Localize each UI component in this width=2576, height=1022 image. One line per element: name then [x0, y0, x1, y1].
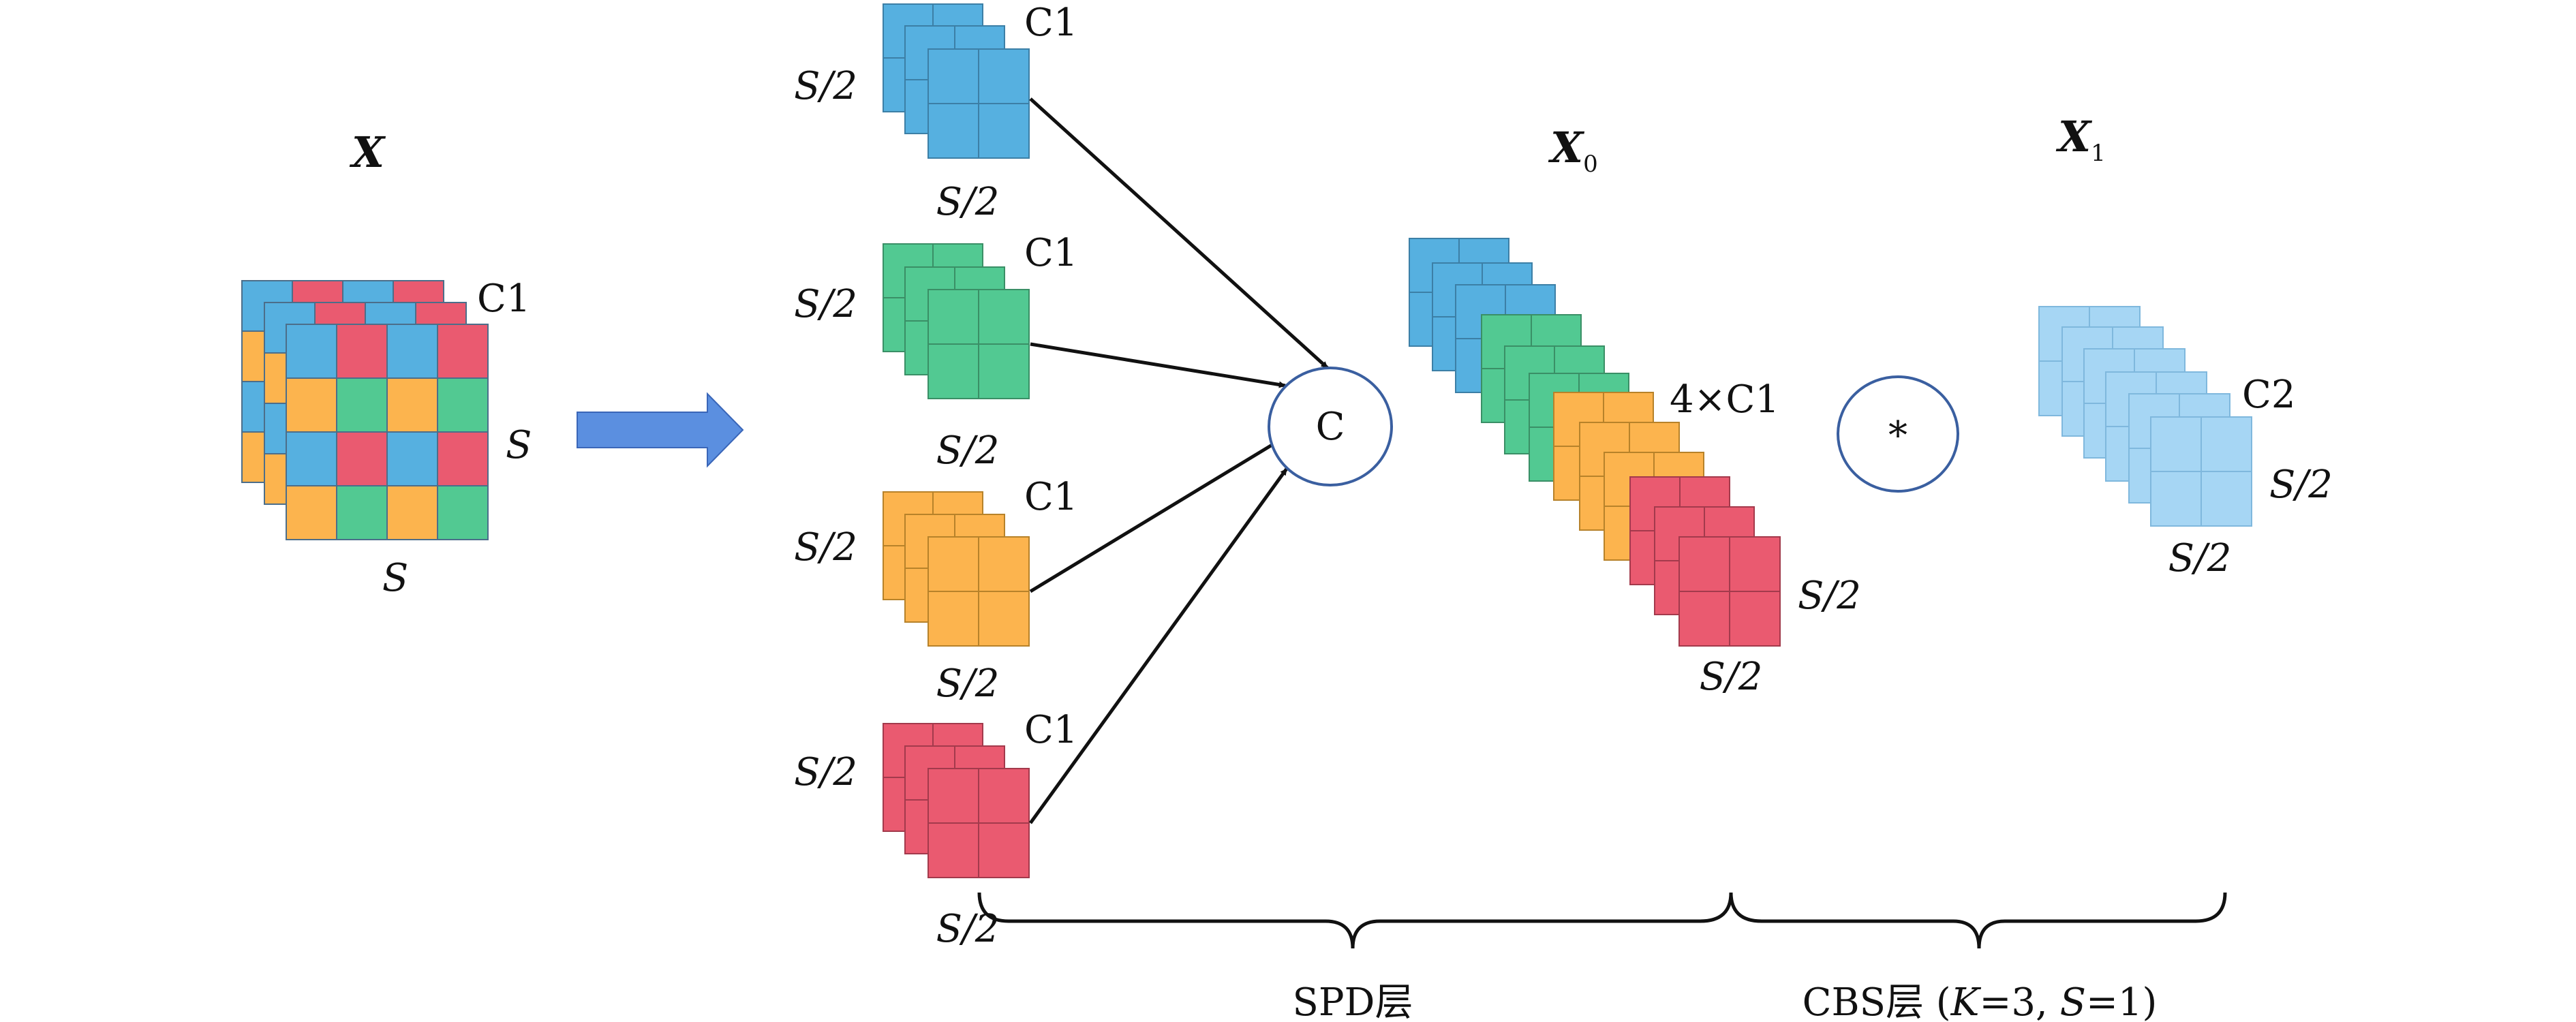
cbs-brace — [1729, 892, 2227, 949]
input-title: X — [349, 127, 386, 177]
branch-red — [883, 723, 1030, 878]
arrow-orange-to-concat — [1029, 434, 1288, 593]
x1-height-label: S/2 — [2269, 463, 2333, 507]
branch-green-height: S/2 — [794, 282, 857, 326]
concat-arrows — [1028, 97, 1329, 824]
branch-orange — [883, 491, 1030, 647]
branch-blue — [883, 3, 1030, 159]
x0-subscript: 0 — [1583, 151, 1598, 178]
x0-width-label: S/2 — [1700, 655, 1763, 699]
x0-tensor — [1409, 238, 1781, 647]
concat-symbol: C — [1316, 405, 1345, 449]
cbs-layer-label: CBS层 (K=3, S=1) — [1803, 980, 2158, 1022]
branch-orange-height: S/2 — [794, 525, 857, 570]
branch-red-channels: C1 — [1024, 708, 1077, 752]
x1-title: X1 — [2055, 112, 2106, 167]
x0-height-label: S/2 — [1798, 574, 1861, 618]
conv-node: * — [1837, 375, 1959, 493]
branch-orange-channels: C1 — [1024, 475, 1077, 519]
x0-red-layers — [1629, 476, 1781, 647]
input-width-label: S — [382, 556, 408, 600]
branch-blue-width: S/2 — [936, 180, 1000, 224]
arrow-green-to-concat — [1030, 342, 1286, 388]
x1-subscript: 1 — [2091, 140, 2106, 167]
branch-red-height: S/2 — [794, 750, 857, 794]
branch-red-width: S/2 — [936, 907, 1000, 951]
branch-green — [883, 243, 1030, 399]
input-layer-front — [286, 324, 489, 540]
branch-green-channels: C1 — [1024, 231, 1077, 275]
x1-width-label: S/2 — [2168, 536, 2232, 580]
x0-channels-label: 4×C1 — [1670, 377, 1779, 422]
conv-symbol: * — [1888, 414, 1907, 458]
split-arrow — [577, 392, 744, 468]
spd-brace — [977, 892, 1733, 949]
spd-layer-label: SPD层 — [1293, 980, 1413, 1022]
x1-channels-label: C2 — [2242, 373, 2295, 417]
x0-title: X0 — [1548, 123, 1598, 178]
x1-tensor — [2038, 306, 2252, 527]
input-channels-label: C1 — [477, 277, 530, 321]
branch-blue-height: S/2 — [794, 64, 857, 108]
input-tensor-x: X C1 S S — [241, 127, 532, 600]
input-height-label: S — [506, 423, 532, 467]
arrow-blue-to-concat — [1029, 97, 1329, 369]
branch-blue-channels: C1 — [1024, 1, 1077, 45]
branch-green-width: S/2 — [936, 429, 1000, 473]
branch-orange-width: S/2 — [936, 662, 1000, 706]
concat-node: C — [1268, 367, 1393, 486]
arrow-red-to-concat — [1028, 467, 1289, 824]
